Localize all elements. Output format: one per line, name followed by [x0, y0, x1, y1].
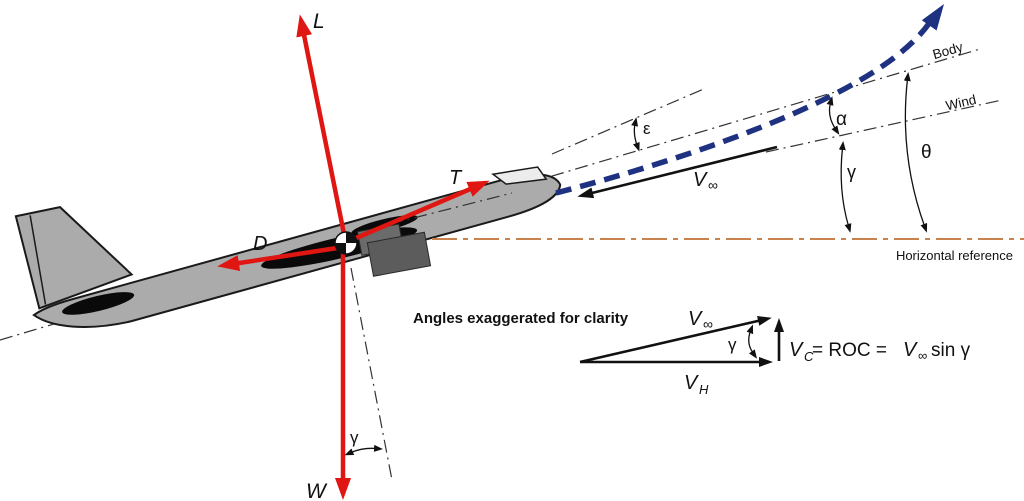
vinf-label-base: V	[693, 169, 708, 191]
wind-axis-label: Wind	[944, 92, 977, 114]
theta-label: θ	[921, 142, 932, 163]
vh-label-base: V	[684, 372, 699, 394]
freestream-velocity-arrow	[577, 145, 778, 199]
gamma-arc-bottom	[344, 444, 383, 456]
cockpit-window	[491, 166, 548, 185]
airplane	[14, 166, 562, 328]
drag-label: D	[253, 233, 267, 255]
horizontal-reference-label: Horizontal reference	[896, 248, 1013, 263]
rudder-line	[29, 215, 47, 305]
lift-line-extension	[350, 267, 393, 481]
trajectory-path	[555, 20, 933, 196]
note-label: Angles exaggerated for clarity	[413, 310, 629, 327]
gamma-label-right: γ	[847, 162, 856, 182]
cg-symbol	[334, 231, 358, 255]
drag-arrow	[217, 245, 338, 271]
equation-rhs-sub: ∞	[918, 348, 927, 363]
vh-label-sub: H	[699, 382, 709, 397]
equation-rhs-base: V	[903, 339, 918, 361]
roc-equation: V C = ROC = V ∞ sin γ	[789, 339, 971, 364]
vinf-label-sub: ∞	[708, 177, 718, 193]
lift-label: L	[313, 10, 325, 33]
body-axis-label: Body	[931, 39, 965, 62]
thrust-arrow	[353, 180, 490, 242]
gamma-label-bottom: γ	[350, 428, 359, 447]
wind-axis-line	[765, 99, 1003, 153]
gamma-label-triangle: γ	[728, 335, 737, 354]
equation-tail: sin γ	[931, 340, 971, 361]
epsilon-arc	[631, 117, 640, 152]
equation-lhs-base: V	[789, 339, 804, 361]
engine-nacelle	[366, 231, 432, 277]
gamma-arc-right	[838, 141, 852, 233]
epsilon-label: ε	[643, 119, 651, 138]
weight-label: W	[306, 480, 328, 501]
body-axis-segment	[389, 192, 513, 225]
thrust-line	[551, 87, 707, 155]
equation-lhs-sub: C	[804, 349, 814, 364]
vertical-fin	[14, 206, 134, 310]
thrust-label: T	[449, 167, 463, 189]
triangle-vinf-sub: ∞	[703, 316, 713, 332]
triangle-vinf-base: V	[688, 308, 703, 330]
alpha-arc	[826, 96, 840, 135]
vinf-triangle-arrow	[579, 316, 772, 364]
trajectory-arrowhead-icon	[921, 4, 944, 31]
gamma-arc-triangle	[746, 324, 758, 359]
tailplane	[62, 292, 135, 315]
lift-arrow	[296, 14, 347, 235]
theta-arc	[903, 72, 928, 233]
equation-mid: = ROC =	[812, 340, 887, 361]
alpha-label: α	[836, 109, 847, 130]
